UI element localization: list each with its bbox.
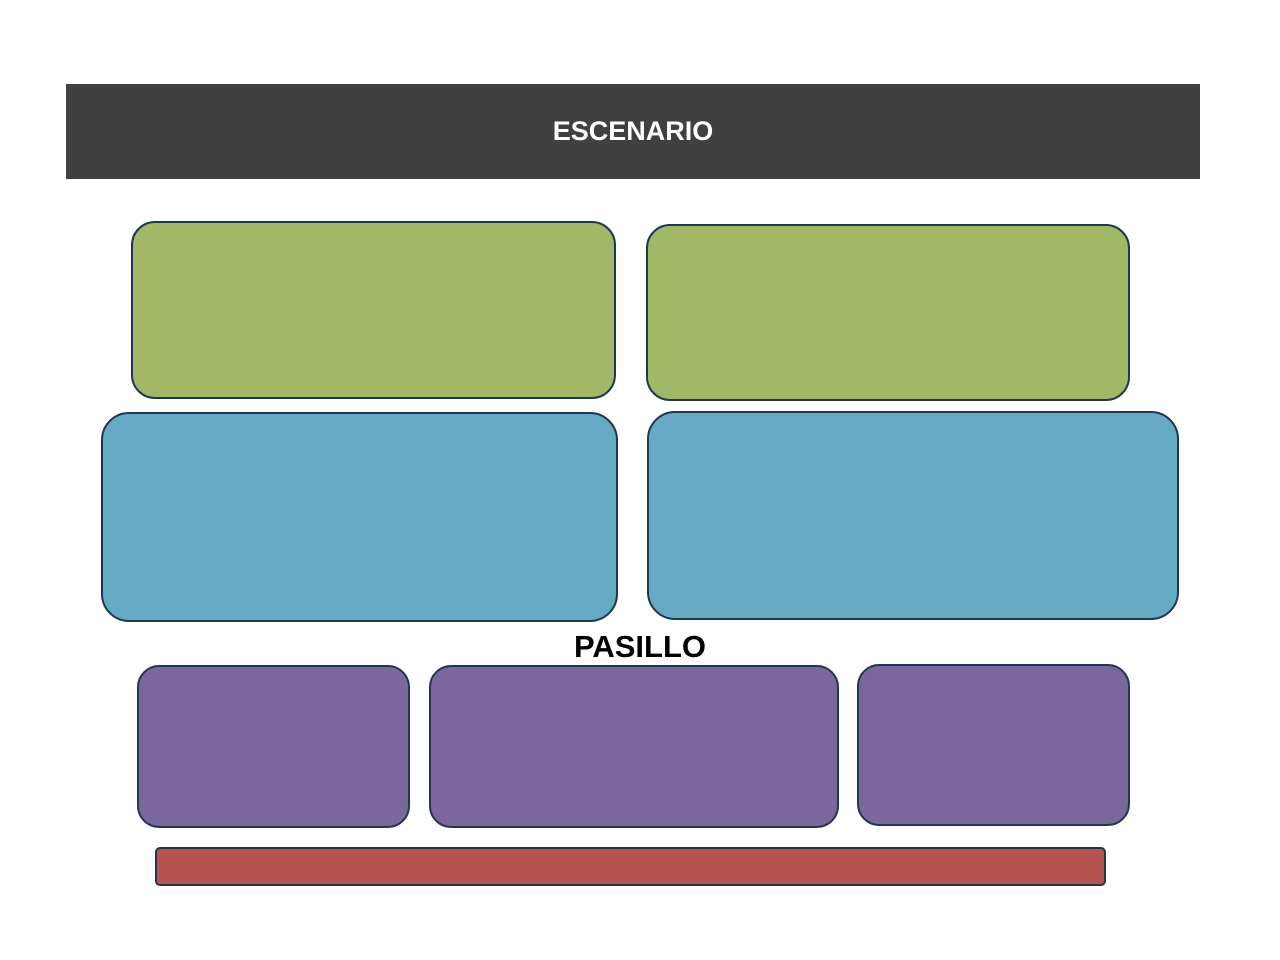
aisle-label: PASILLO [573,629,707,664]
stage-banner: ESCENARIO [66,84,1200,179]
section-red-strip[interactable] [155,847,1106,886]
section-green-right[interactable] [646,224,1130,401]
stage-label: ESCENARIO [552,116,714,146]
section-blue-right[interactable] [647,411,1179,620]
section-purple-right[interactable] [857,664,1130,826]
section-blue-left[interactable] [101,412,618,622]
section-purple-left[interactable] [137,665,410,828]
section-purple-center[interactable] [429,665,839,828]
section-green-left[interactable] [131,221,616,399]
